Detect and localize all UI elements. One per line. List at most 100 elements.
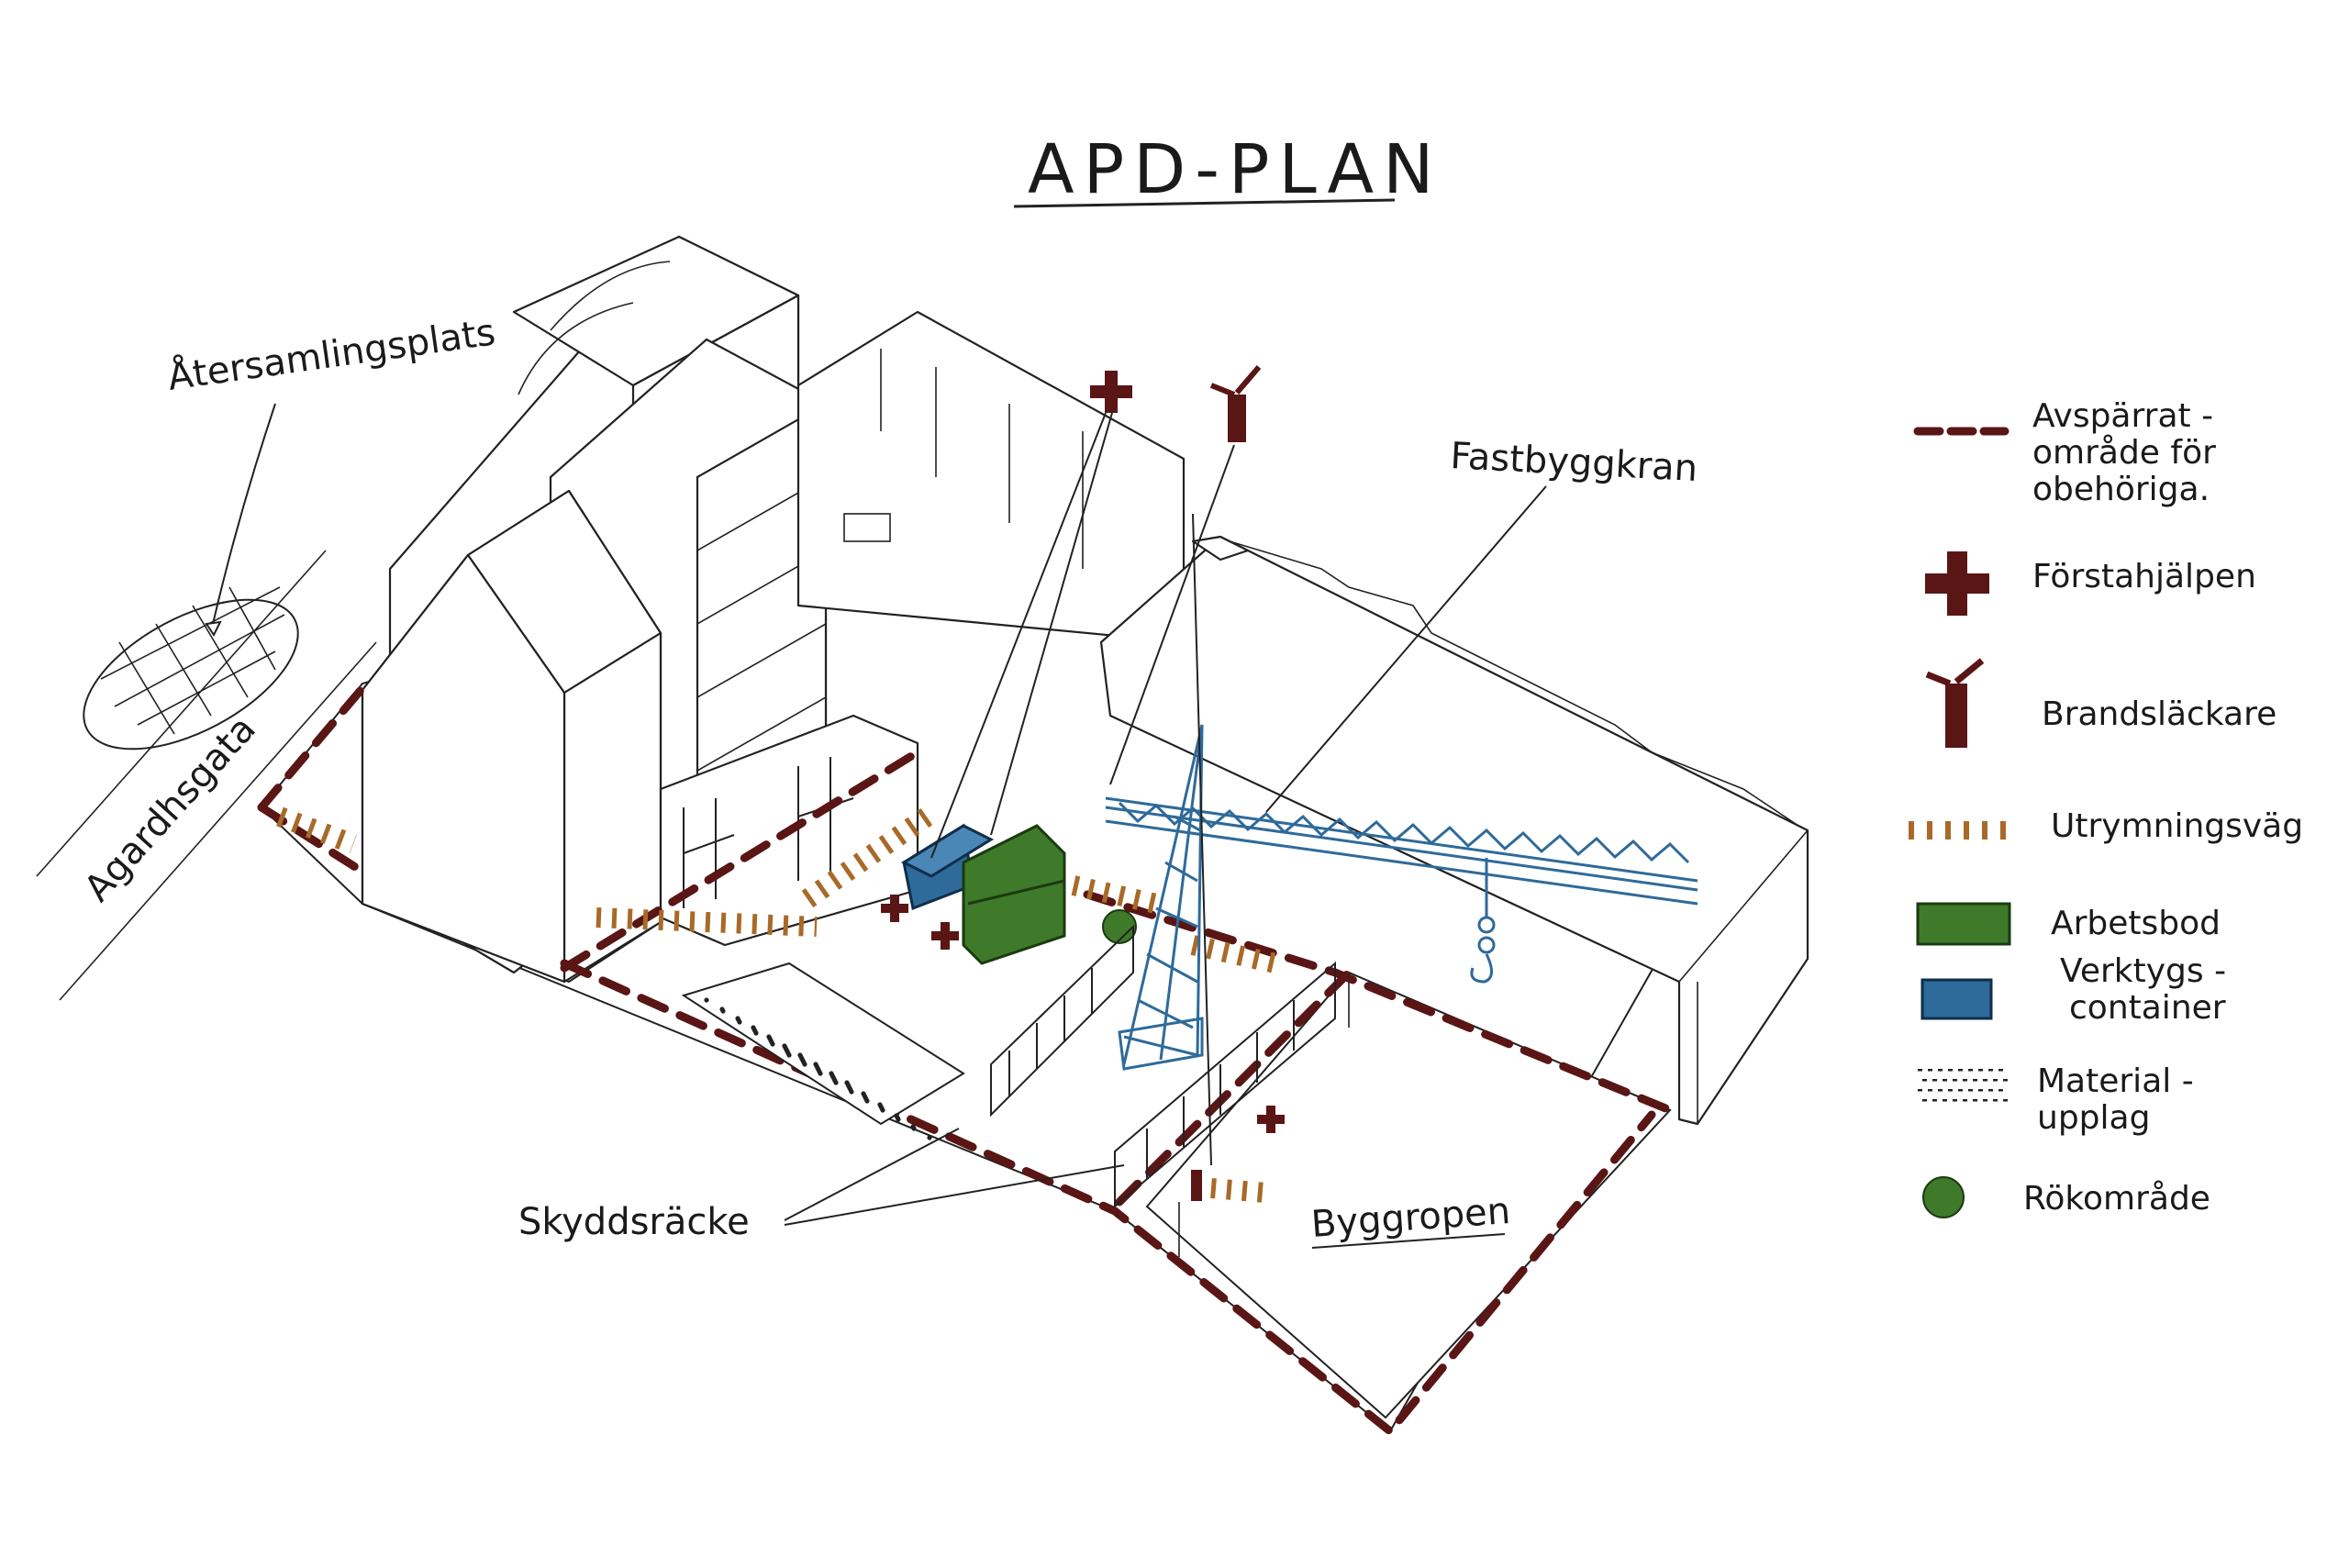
material-dot (737, 1019, 742, 1025)
material-dot (770, 1041, 775, 1047)
smoking-area-dot (1102, 909, 1137, 944)
legend-dot (1978, 1089, 1983, 1092)
guard-rail-label: Skyddsräcke (518, 1201, 750, 1243)
legend-item-restricted: Avspärrat - område för obehöriga. (1913, 397, 2216, 508)
material-dot (911, 1126, 917, 1131)
first-aid-callout (930, 371, 1132, 859)
legend-dot (2003, 1099, 2008, 1102)
title-underline (1013, 198, 1396, 208)
first-aid-site-markers (881, 895, 1285, 1133)
material-dot (720, 1008, 726, 1014)
legend-dot (1928, 1089, 1932, 1092)
legend-dot (1918, 1069, 1922, 1072)
blue-box-icon (1920, 978, 1993, 1020)
green-dot-icon (1922, 1176, 1965, 1218)
escape-route (276, 806, 1278, 1203)
material-dot (753, 1030, 759, 1036)
legend-dot (1943, 1079, 1947, 1082)
legend-text-tool-2: container (2069, 989, 2226, 1027)
legend-dot (1922, 1099, 1927, 1102)
legend-item-smoking: Rökområde (1922, 1176, 2210, 1218)
building-back (796, 310, 1186, 644)
material-dot (704, 997, 709, 1003)
legend-text-restricted-3: obehöriga. (2032, 471, 2210, 508)
street-label: Agardhsgata (76, 708, 264, 910)
tower-crane (1105, 724, 1698, 1071)
legend-text-tool-1: Verktygs - (2060, 952, 2226, 990)
material-dot (802, 1062, 807, 1067)
legend-dot (1973, 1099, 1977, 1102)
legend-dot (1938, 1089, 1943, 1092)
legend-dot (1963, 1079, 1967, 1082)
legend-dot (1953, 1079, 1957, 1082)
material-storage (681, 962, 965, 1140)
legend-item-first-aid: Förstahjälpen (1925, 551, 2256, 616)
assembly-point-label: Återsamlingsplats (165, 309, 498, 399)
material-dot (833, 1080, 839, 1085)
extinguisher-callout (1109, 365, 1262, 1166)
legend-dot (1983, 1099, 1987, 1102)
material-dot (849, 1089, 854, 1095)
legend-text-escape: Utrymningsväg (2051, 807, 2303, 845)
legend-dot (1928, 1069, 1932, 1072)
legend-dot (1963, 1099, 1967, 1102)
legend-dot (1948, 1089, 1953, 1092)
legend-dot (1993, 1099, 1998, 1102)
legend-text-first-aid: Förstahjälpen (2032, 558, 2256, 595)
legend-dot (1958, 1089, 1963, 1092)
legend-dot (1953, 1099, 1957, 1102)
legend-dot (1922, 1079, 1927, 1082)
legend-dot (1958, 1069, 1963, 1072)
legend-dot (1968, 1069, 1973, 1072)
legend-item-work-shed: Arbetsbod (1916, 902, 2221, 946)
legend: Avspärrat - område för obehöriga. Första… (1909, 397, 2303, 1218)
legend-dot (1948, 1069, 1953, 1072)
legend-dot (1943, 1099, 1947, 1102)
legend-item-material: Material - upplag (1918, 1062, 2194, 1137)
building-front-gable (361, 489, 662, 984)
legend-dot (1983, 1079, 1987, 1082)
legend-dot (1938, 1069, 1943, 1072)
legend-text-smoking: Rökområde (2023, 1180, 2210, 1218)
material-dot (927, 1135, 932, 1140)
legend-text-restricted-1: Avspärrat - (2032, 397, 2213, 435)
legend-dot (1988, 1089, 1993, 1092)
legend-dot (1988, 1069, 1993, 1072)
legend-text-restricted-2: område för (2032, 434, 2216, 472)
material-dots (704, 997, 932, 1140)
legend-dot (1932, 1099, 1937, 1102)
legend-dot (1932, 1079, 1937, 1082)
material-dot (786, 1052, 792, 1058)
legend-item-extinguisher: Brandsläckare (1925, 658, 2277, 748)
extinguisher-site-marker (1191, 1170, 1202, 1201)
guard-rails (990, 924, 1336, 1209)
material-dot (818, 1071, 823, 1076)
legend-dot (2003, 1079, 2008, 1082)
dot-pattern-icon (1918, 1069, 2008, 1102)
material-dot (864, 1098, 870, 1104)
first-aid-icon (1925, 551, 1989, 616)
work-shed (962, 824, 1066, 965)
legend-item-escape: Utrymningsväg (1909, 807, 2303, 845)
green-box-icon (1916, 902, 2011, 946)
guard-rail-callout: Skyddsräcke (518, 1128, 1125, 1243)
legend-dot (1993, 1079, 1998, 1082)
material-dot (896, 1117, 901, 1122)
legend-dot (1998, 1069, 2003, 1072)
legend-text-material-2: upplag (2037, 1099, 2150, 1137)
legend-text-material-1: Material - (2037, 1062, 2194, 1100)
crane-label: Fastbyggkran (1449, 435, 1698, 490)
legend-dot (1918, 1089, 1922, 1092)
tool-container (900, 823, 995, 911)
legend-dot (1968, 1089, 1973, 1092)
legend-text-work-shed: Arbetsbod (2051, 905, 2221, 942)
legend-item-tool-container: Verktygs - container (1920, 952, 2226, 1027)
legend-text-extinguisher: Brandsläckare (2042, 695, 2277, 733)
fire-extinguisher-icon (1945, 684, 1967, 748)
material-dot (880, 1107, 885, 1113)
legend-dot (1998, 1089, 2003, 1092)
page-title: APD-PLAN (1028, 130, 1442, 209)
legend-dot (1978, 1069, 1983, 1072)
legend-dot (1973, 1079, 1977, 1082)
